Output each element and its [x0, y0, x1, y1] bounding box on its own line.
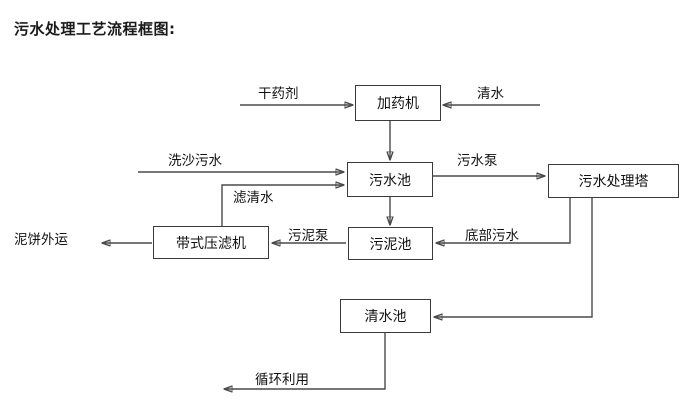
wire-bottom-sewage-to-sludge-pool: [436, 198, 571, 243]
edge-label-clean-water: 清水: [477, 86, 504, 102]
edge-label-dry-chemical: 干药剂: [258, 86, 299, 102]
wire-clear-water-pool-recycle-outlet: [224, 333, 386, 389]
node-belt-filter-press[interactable]: 带式压滤机: [153, 226, 269, 259]
node-label: 清水池: [364, 309, 407, 325]
edge-label-mud-cake-transport: 泥饼外运: [14, 232, 68, 248]
node-sludge-pool[interactable]: 污泥池: [348, 227, 433, 260]
node-label: 加药机: [377, 96, 419, 112]
wire-filtered-water-to-wastewater-pool: [221, 185, 344, 226]
edge-label-recycle-reuse: 循环利用: [255, 372, 309, 388]
edge-label-filtered-water: 滤清水: [233, 190, 274, 206]
node-wastewater-pool[interactable]: 污水池: [347, 162, 433, 197]
node-clear-water-pool[interactable]: 清水池: [340, 299, 431, 333]
node-label: 带式压滤机: [176, 235, 246, 252]
node-label: 污泥池: [369, 236, 412, 253]
page-title: 污水处理工艺流程框图:: [14, 20, 176, 38]
node-treatment-tower[interactable]: 污水处理塔: [548, 164, 679, 198]
edge-label-sludge-pump: 污泥泵: [288, 228, 329, 244]
node-dosing-machine[interactable]: 加药机: [355, 85, 441, 121]
edge-label-bottom-sewage: 底部污水: [465, 228, 519, 244]
wire-treatment-tower-to-clear-water-pool: [434, 198, 593, 317]
node-label: 污水池: [369, 172, 411, 189]
edge-label-sand-wash-sewage: 洗沙污水: [168, 153, 222, 169]
node-label: 污水处理塔: [578, 174, 649, 190]
edge-label-sewage-pump: 污水泵: [457, 153, 498, 169]
